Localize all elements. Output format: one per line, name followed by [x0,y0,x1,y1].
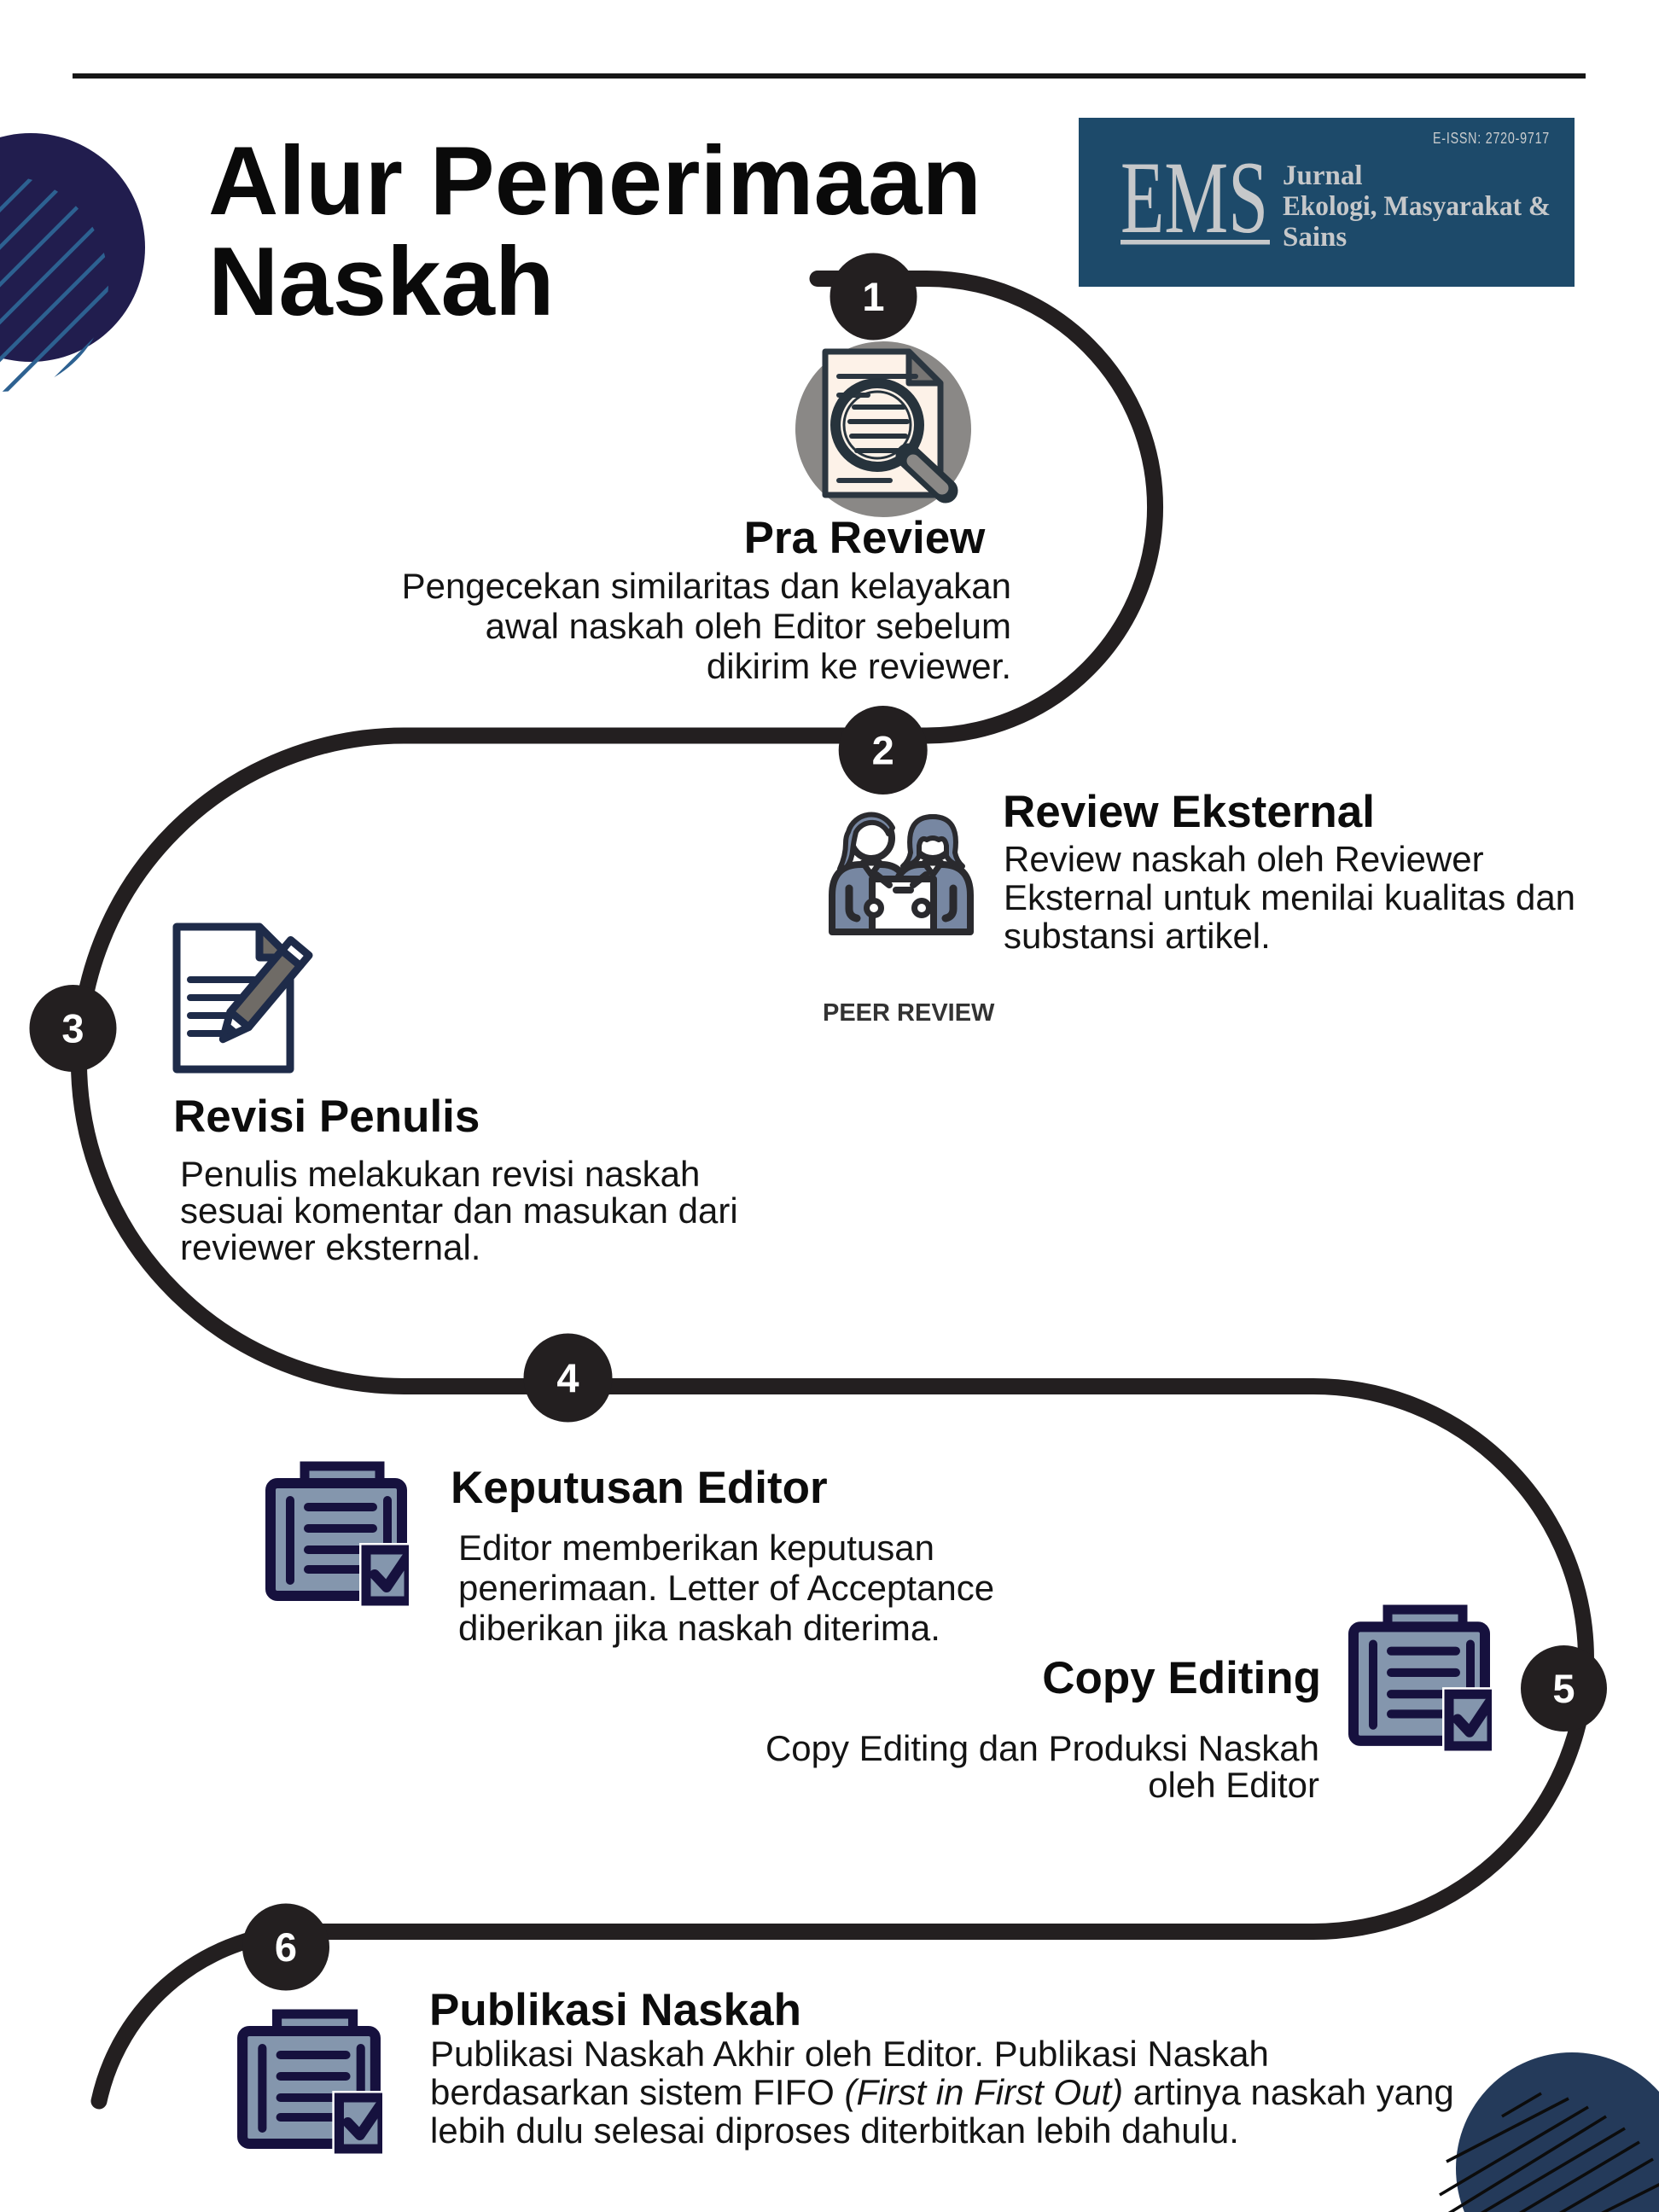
svg-text:3: 3 [61,1006,84,1051]
svg-text:E-ISSN: 2720-9717: E-ISSN: 2720-9717 [1433,130,1550,147]
svg-text:EMS: EMS [1121,141,1268,255]
svg-text:4: 4 [556,1355,579,1400]
svg-text:1: 1 [862,274,884,319]
svg-text:5: 5 [1552,1666,1575,1711]
svg-text:2: 2 [872,728,894,773]
svg-text:6: 6 [275,1924,297,1970]
svg-text:Sains: Sains [1283,222,1347,253]
svg-text:Ekologi, Masyarakat &: Ekologi, Masyarakat & [1283,191,1551,222]
svg-text:Jurnal: Jurnal [1283,160,1363,191]
